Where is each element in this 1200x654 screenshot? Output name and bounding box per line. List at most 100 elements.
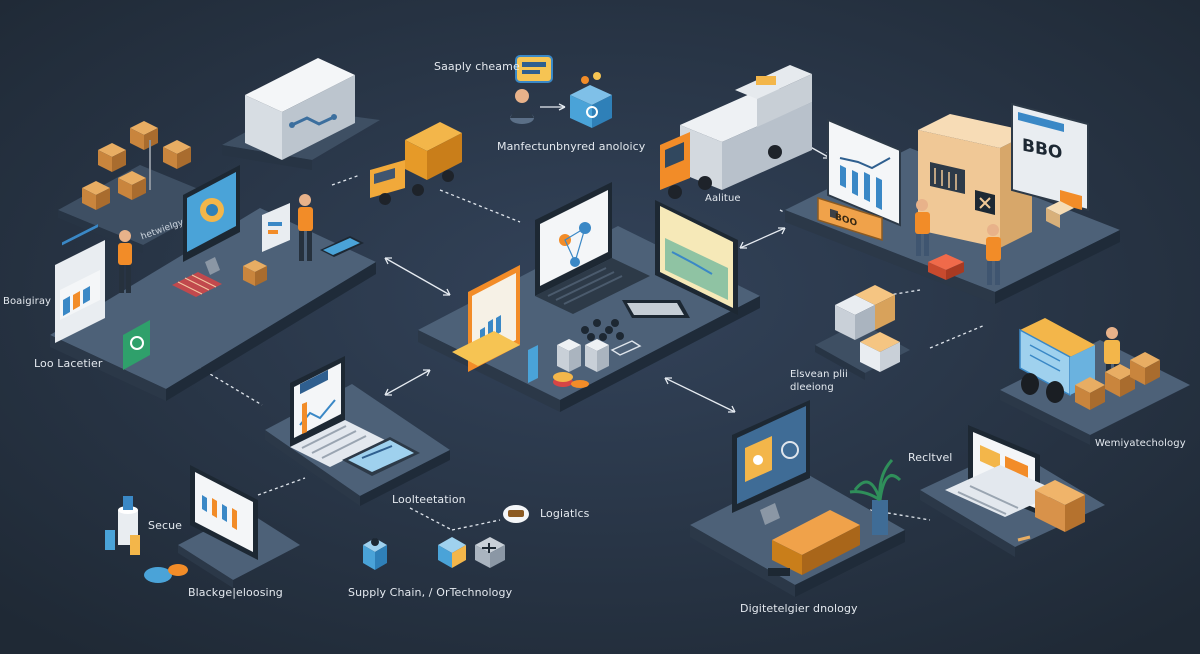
label-localization: Loolteetation <box>392 493 466 506</box>
connector-line <box>331 174 361 186</box>
platform-side <box>178 545 233 588</box>
logistics-badge-icon <box>503 505 529 523</box>
network-nodes-icon <box>581 319 624 341</box>
desk-icon <box>768 510 860 576</box>
analytics-chart-icon <box>827 118 901 227</box>
connector-line <box>869 509 931 521</box>
cardboard-box-icon <box>1046 201 1074 228</box>
platform-side <box>265 430 360 506</box>
chart-panel-icon <box>452 265 520 372</box>
platform-side <box>815 345 865 380</box>
arrow-line <box>384 369 431 396</box>
double-arrows <box>384 103 831 413</box>
label-left-bottom: Loo Lacetier <box>34 357 103 370</box>
avatar <box>510 89 534 124</box>
dashboard-screen-icon <box>55 224 105 343</box>
platform-side <box>995 230 1120 304</box>
laptop-icon <box>535 182 650 314</box>
monitor-icon: BBO <box>1011 102 1089 212</box>
label-logistics: Logiatlcs <box>540 507 590 520</box>
coins-icon <box>553 372 589 388</box>
plane-icon <box>475 537 505 568</box>
key-icon <box>1017 535 1031 542</box>
worker-figure-icon <box>986 224 1001 285</box>
arrow-head <box>664 377 736 413</box>
clipboard-icon <box>262 203 290 252</box>
cylinder-device-icon <box>528 345 538 383</box>
platform-side <box>795 530 905 597</box>
platform-side <box>50 335 166 401</box>
tablet-icon <box>342 437 420 476</box>
grid-rack-icon <box>172 272 222 297</box>
scanner-icon <box>438 537 466 568</box>
label-warehouse-technology: Wemiyatechology <box>1095 438 1186 449</box>
connector-line <box>409 507 453 531</box>
worker-figure-icon <box>298 194 313 261</box>
connector-line <box>929 324 986 349</box>
orange-crate-icon: BOO <box>817 196 883 242</box>
label-analyzer: Aalitue <box>705 193 741 204</box>
label-blockchain: Blackge|eloosing <box>188 586 283 599</box>
red-crate-icon <box>928 254 964 280</box>
platform-side <box>920 490 1015 557</box>
worker-figure-icon <box>915 199 930 256</box>
box-icon <box>82 181 110 210</box>
arrow-line <box>739 227 786 249</box>
platform-side <box>222 145 312 170</box>
cardboard-box-icon <box>243 260 267 286</box>
delivery-truck-icon <box>370 122 462 205</box>
hands-icon <box>144 564 188 583</box>
box-icon <box>130 121 158 150</box>
laptop-icon <box>945 425 1060 517</box>
bags-icon <box>1021 373 1064 403</box>
platform-boxes <box>58 165 225 253</box>
cardboard-boxes-cluster <box>1075 352 1160 410</box>
label-rfid: Elsvean plii dleeiong <box>790 369 848 393</box>
label-manufacturing: Manfectunbnyred anoloicy <box>497 140 646 153</box>
platform-side <box>418 330 560 412</box>
arrow-line <box>384 257 451 296</box>
monitor-icon <box>183 165 240 275</box>
platform-side <box>785 210 995 304</box>
package-device-icon <box>363 538 387 570</box>
connector-line <box>451 519 501 531</box>
laptop-icon <box>290 356 385 467</box>
platform-side <box>1000 390 1090 445</box>
label-supply-chain: Saaply cheame <box>434 60 520 73</box>
worker-figure-icon <box>118 230 132 293</box>
platform-side <box>166 262 376 401</box>
link-chain-icon <box>610 340 642 356</box>
box-icon <box>98 143 126 172</box>
box-icon <box>118 171 146 200</box>
platform-side <box>690 525 795 597</box>
lock-device-icon <box>123 320 150 370</box>
chat-bubble-icon <box>515 55 553 83</box>
arrow-head <box>558 103 566 111</box>
plant-icon <box>849 458 902 535</box>
shipping-container-icon <box>245 58 355 160</box>
lock-cube-icon <box>570 72 612 128</box>
monitor-icon <box>732 400 810 525</box>
cardboard-box-icon <box>1035 480 1085 532</box>
map-screen-icon <box>655 200 738 315</box>
tablet-icon <box>320 236 364 257</box>
monitor-icon <box>190 465 258 560</box>
label-left-mid: Boaigiray <box>3 296 52 307</box>
label-digital: Digitetelgier dnology <box>740 602 858 615</box>
arrow-head <box>739 227 786 249</box>
box-icon <box>163 140 191 169</box>
connector-line <box>257 477 306 496</box>
server-block-icon <box>557 339 609 372</box>
platform-side <box>360 450 450 506</box>
tablet-icon <box>622 300 690 318</box>
label-secure: Secue <box>148 519 183 532</box>
platform-side <box>58 210 143 253</box>
label-retail: Recltvel <box>908 451 953 464</box>
rfid-boxes-icon <box>835 285 900 372</box>
arrow-line <box>664 377 736 413</box>
label-supply-chain-technology: Supply Chain, / OrTechnology <box>348 586 513 599</box>
cardboard-boxes-cluster <box>82 121 191 210</box>
secure-cylinder-icon <box>105 496 140 555</box>
